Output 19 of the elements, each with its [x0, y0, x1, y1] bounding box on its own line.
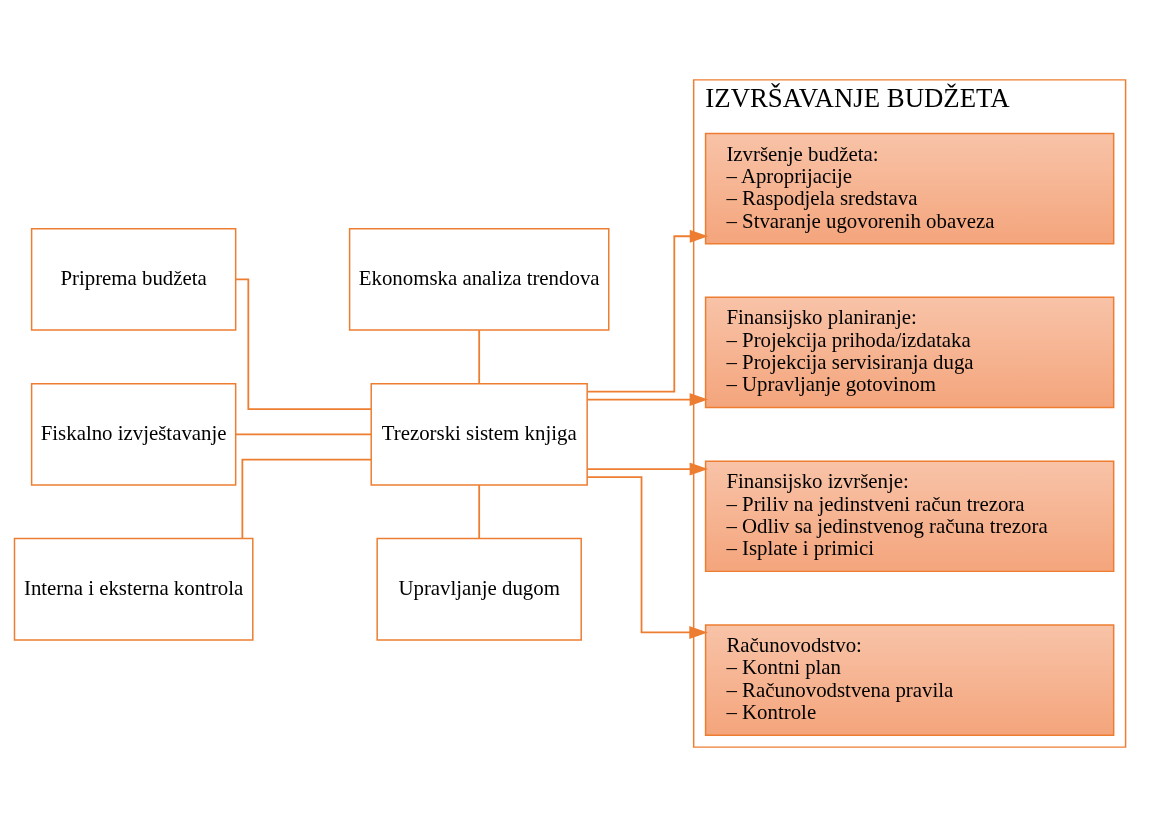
connector: [241, 458, 373, 539]
arrow: [586, 462, 709, 476]
node-box: Računovodstvo: – Kontni plan – Računovodstvena pravila – Kontrole: [704, 624, 1115, 736]
node-box: Trezorski sistem knjiga: [370, 382, 588, 486]
node-box: Finansijsko izvršenje: – Priliv na jedinstveni račun trezora – Odliv sa jedinstvenog računa trezora – Isplate i primici: [704, 460, 1115, 573]
node-box: Interna i eksterna kontrola: [13, 537, 254, 641]
connector: [235, 278, 373, 410]
node-box: Fiskalno izvještavanje: [30, 382, 237, 486]
arrow: [586, 476, 708, 639]
node-box: Upravljanje dugom: [376, 537, 582, 641]
arrow: [586, 229, 709, 393]
connector: [235, 433, 373, 436]
node-box: Ekonomska analiza trendova: [348, 228, 610, 331]
node-box: Priprema budžeta: [30, 228, 237, 331]
node-box: Izvršenje budžeta: – Aproprijacije – Raspodjela sredstava – Stvaranje ugovorenih obaveza: [704, 132, 1115, 245]
connector: [478, 484, 481, 540]
connector: [478, 329, 481, 385]
arrow: [586, 393, 709, 407]
node-box: Finansijsko planiranje: – Projekcija prihoda/izdataka – Projekcija servisiranja duga – Upravljanje gotovinom: [704, 296, 1115, 409]
